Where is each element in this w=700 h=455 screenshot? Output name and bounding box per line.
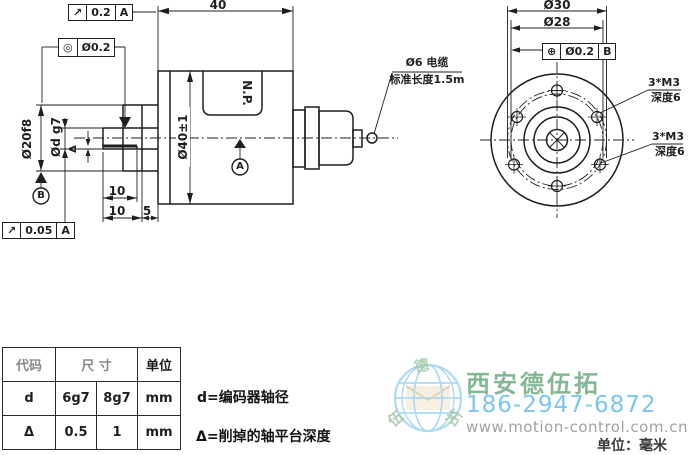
cell-d-size2: 8g7 — [96, 381, 138, 416]
np-label: N.P. — [240, 80, 254, 106]
position-value: Ø0.2 — [561, 44, 600, 59]
dim-dia20f8: Ø20f8 — [20, 118, 34, 160]
cell-code-delta: Δ — [2, 415, 56, 450]
table-row-delta: Δ 0.5 1 mm — [2, 415, 181, 450]
note-flat-depth: Δ=削掉的轴平台深度 — [196, 429, 331, 445]
watermark-phone-number: 186-2947-6872 — [466, 392, 657, 418]
cell-delta-size2: 1 — [96, 415, 138, 450]
watermark-website: www.motion-control.com.cn — [466, 418, 688, 436]
hole-tick-marks — [505, 81, 609, 195]
datum-a-label: A — [236, 161, 244, 172]
note-shaft-diameter: d=编码器轴径 — [197, 390, 289, 406]
dim-dia40: Ø40±1 — [176, 107, 190, 167]
dim-dia30: Ø30 — [543, 0, 571, 12]
datum-a-triangle — [234, 139, 246, 148]
hole-note2-line1: 3*M3 — [652, 130, 685, 143]
cell-d-unit: mm — [137, 381, 181, 416]
delta-flat-symbol: Δ — [68, 145, 79, 153]
dim-diad-g7: Ød g7 — [49, 117, 63, 157]
table-row-d: d 6g7 8g7 mm — [2, 381, 181, 416]
hole-note2-line2: 深度6 — [655, 145, 685, 158]
header-unit: 单位 — [137, 347, 181, 382]
header-code: 代码 — [2, 347, 56, 382]
header-size: 尺 寸 — [55, 347, 138, 382]
datum-balloons — [32, 158, 249, 205]
position-datum: B — [603, 45, 612, 58]
cable-note-line1: Ø6 电缆 — [405, 56, 449, 69]
watermark-company-name: 西安德伍拓 — [466, 370, 601, 398]
runout-datum: A — [119, 6, 129, 19]
hole-note1-line1: 3*M3 — [648, 76, 681, 89]
datum-b-label: B — [37, 190, 45, 201]
boss-circle — [523, 106, 591, 174]
dim-dia28: Ø28 — [543, 15, 571, 29]
flange-outer-circle — [490, 73, 624, 207]
runout-symbol: ↗ — [3, 223, 22, 238]
fcf-concentricity: ◎ Ø0.2 — [58, 38, 116, 57]
runout-value: 0.05 — [21, 223, 58, 238]
hole-note1-line2: 深度6 — [651, 91, 681, 104]
dim-5-spigot: 5 — [142, 204, 152, 218]
shaft-spec-table: 代码 尺 寸 单位 d 6g7 8g7 mm Δ 0.5 1 mm — [2, 347, 181, 450]
arrowheads — [35, 7, 607, 221]
dim-10-flat: 10 — [108, 184, 126, 198]
concentricity-symbol: ◎ — [59, 39, 78, 56]
cell-code-d: d — [2, 381, 56, 416]
fcf-position-holes: ⊕ Ø0.2 B — [542, 43, 617, 60]
cable-note-line2: 标准长度1.5m — [389, 73, 465, 86]
front-view — [490, 73, 624, 207]
position-symbol: ⊕ — [543, 44, 562, 59]
fcf-circular-runout-shaft: ↗ 0.05 A — [2, 222, 75, 239]
dim-40: 40 — [209, 0, 227, 12]
runout-datum: A — [61, 224, 70, 237]
cell-d-size1: 6g7 — [55, 381, 97, 416]
watermark-globe-icon — [393, 363, 463, 433]
cell-delta-size1: 0.5 — [55, 415, 97, 450]
runout-symbol: ↗ — [69, 5, 88, 20]
dimension-lines — [36, 6, 683, 222]
cell-delta-unit: mm — [137, 415, 181, 450]
datum-b-triangle — [35, 172, 47, 183]
table-header-row: 代码 尺 寸 单位 — [2, 347, 181, 382]
fcf-circular-runout-face: ↗ 0.2 A — [68, 4, 134, 21]
runout-value: 0.2 — [87, 5, 116, 20]
drawing-units-label: 单位：毫米 — [597, 438, 667, 454]
np-window — [202, 71, 263, 116]
dim-10-shaft: 10 — [108, 204, 126, 218]
concentricity-leader-arrow — [119, 117, 131, 128]
shaft-circle — [545, 128, 569, 152]
concentricity-value: Ø0.2 — [81, 41, 111, 54]
